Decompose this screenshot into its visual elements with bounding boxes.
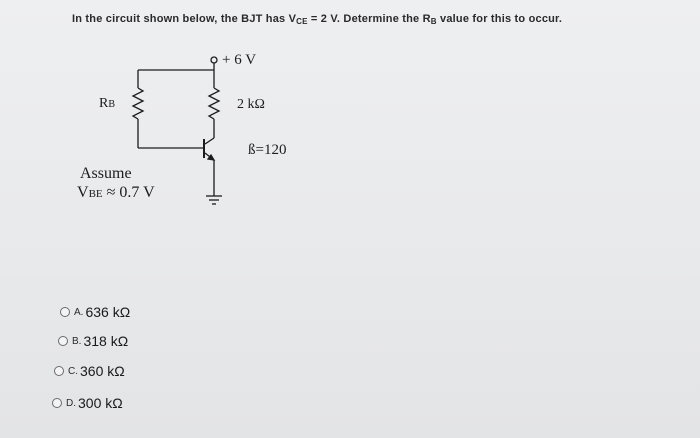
vbe-label: VBE ≈ 0.7 V [77, 184, 155, 201]
rb-resistor [131, 87, 145, 120]
option-c[interactable]: C. 360 kΩ [54, 363, 125, 379]
option-d[interactable]: D. 300 kΩ [52, 395, 123, 411]
option-letter: D. [66, 397, 76, 409]
radio-icon[interactable] [60, 307, 70, 317]
assume-label: Assume [80, 165, 132, 182]
radio-icon[interactable] [52, 398, 62, 408]
supply-label: + 6 V [222, 52, 256, 68]
supply-terminal [210, 56, 218, 64]
question-text: In the circuit shown below, the BJT has … [72, 13, 563, 26]
option-letter: B. [72, 335, 82, 347]
option-letter: A. [74, 306, 84, 318]
option-letter: C. [68, 365, 78, 377]
radio-icon[interactable] [58, 336, 68, 346]
option-b[interactable]: B. 318 kΩ [58, 333, 128, 349]
transistor-collector [204, 137, 215, 145]
rc-label: 2 kΩ [237, 97, 265, 112]
rb-label: RB [99, 96, 115, 111]
emitter-arrow [206, 153, 216, 161]
beta-label: ß=120 [248, 142, 286, 158]
rc-resistor [207, 87, 221, 120]
radio-icon[interactable] [54, 366, 64, 376]
option-a[interactable]: A. 636 kΩ [60, 304, 130, 320]
option-value: 318 kΩ [83, 333, 129, 349]
option-value: 300 kΩ [78, 395, 123, 411]
option-value: 636 kΩ [85, 304, 131, 320]
option-value: 360 kΩ [80, 363, 125, 379]
